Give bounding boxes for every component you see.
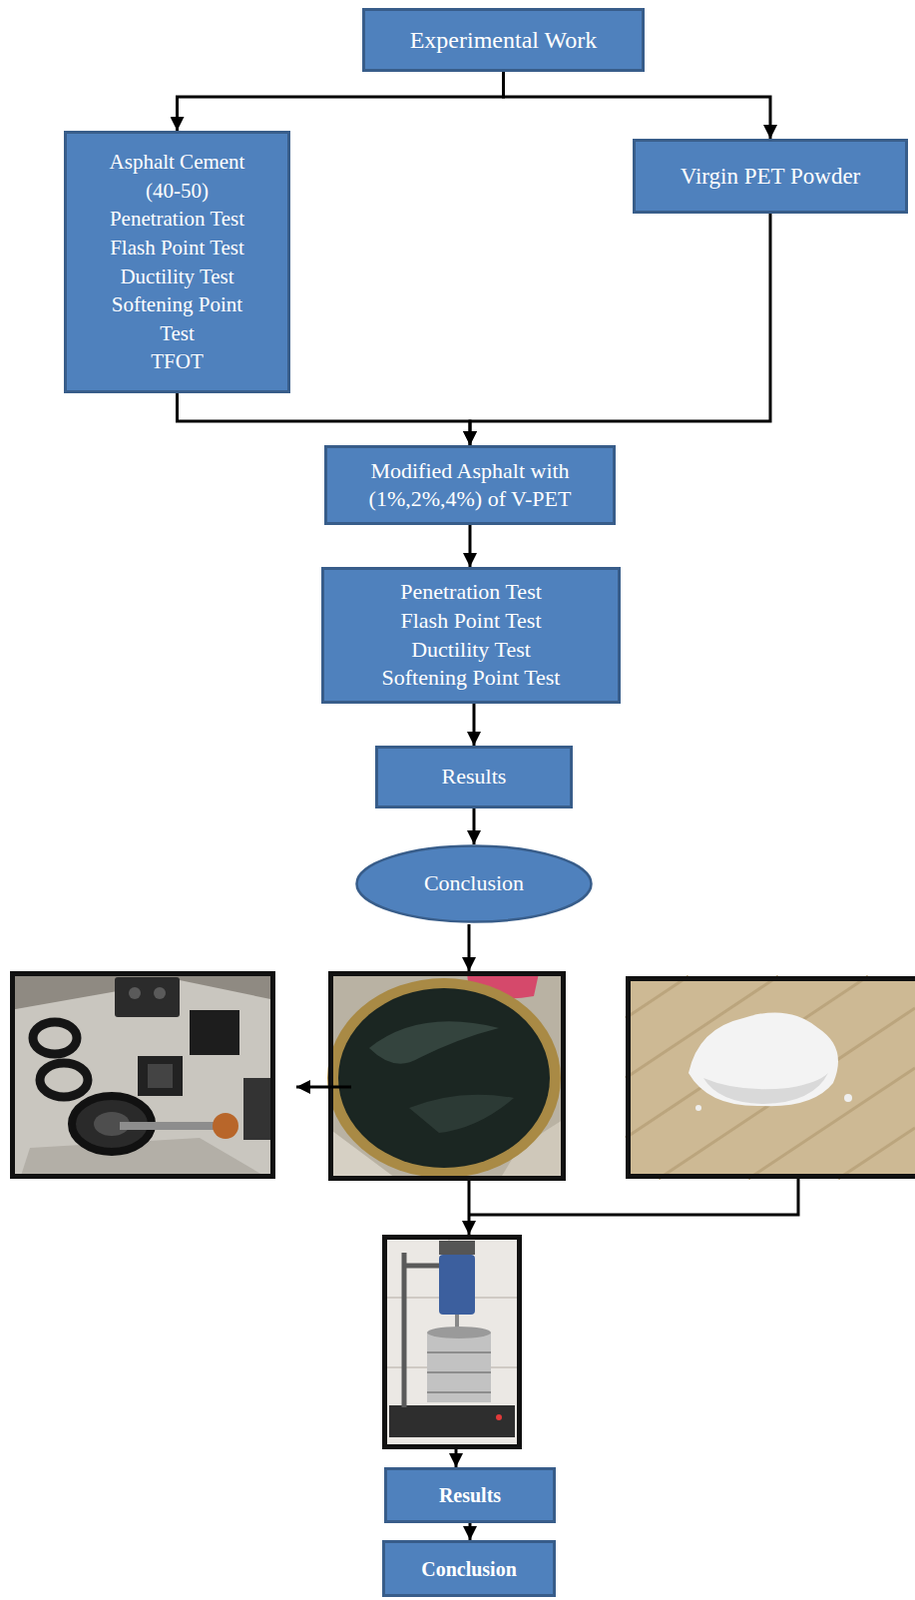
mixer-photo — [495, 1413, 502, 1420]
process-box: Virgin PET Powder — [632, 138, 909, 214]
box-label: Flash Point Test — [109, 233, 245, 263]
pet-powder-photo — [625, 975, 689, 1018]
terminal-ellipse: Conclusion — [355, 844, 593, 923]
box-label: Flash Point Test — [400, 606, 541, 636]
asphalt-can-photo — [369, 1020, 499, 1063]
apparatus-photo — [147, 1063, 173, 1088]
box-label: Virgin PET Powder — [680, 162, 862, 191]
pet-powder-photo — [844, 1093, 853, 1102]
mixer-photo — [389, 1404, 515, 1437]
ellipse-outline — [357, 846, 592, 922]
box-label: Asphalt Cement (40-50) — [96, 147, 258, 205]
flow-arrow — [468, 524, 472, 567]
pet-powder-photo — [625, 975, 869, 1138]
apparatus-photo — [153, 986, 166, 999]
photo-connector — [467, 923, 471, 971]
box-label: Ductility Test — [119, 262, 234, 292]
flow-arrow — [177, 71, 504, 131]
process-box: Results — [375, 745, 573, 809]
photo-connector — [467, 1214, 471, 1235]
pet-powder-photo — [625, 975, 915, 1179]
mixer-photo — [427, 1371, 491, 1373]
mixer-photo — [382, 1234, 522, 1449]
mixer-photo — [404, 1263, 442, 1269]
apparatus-photo — [39, 1062, 88, 1097]
flow-arrow — [472, 808, 476, 845]
mixer-photo — [427, 1326, 491, 1339]
box-label: Softening Point Test — [382, 663, 561, 693]
pet-powder-photo — [703, 1072, 829, 1104]
box-label: Results — [439, 1482, 501, 1507]
process-box: Asphalt Cement (40-50)Penetration TestFl… — [63, 130, 291, 394]
process-box: Modified Asphalt with (1%,2%,4%) of V-PE… — [324, 445, 616, 525]
box-label: TFOT — [150, 347, 204, 377]
photo-connector — [455, 1448, 458, 1467]
mixer-photo — [402, 1252, 408, 1407]
apparatus-photo — [189, 1009, 240, 1055]
asphalt-can-photo — [331, 973, 564, 1179]
box-label: Modified Asphalt with (1%,2%,4%) of V-PE… — [343, 457, 597, 513]
pet-powder-photo — [625, 975, 915, 1179]
pet-powder-photo — [838, 1127, 915, 1179]
mixer-photo — [439, 1240, 475, 1255]
pet-powder-photo — [628, 978, 915, 1177]
photo-connector — [296, 923, 799, 1467]
pet-powder-photo — [695, 1104, 702, 1111]
mixer-photo — [385, 1237, 520, 1447]
flow-arrow — [469, 213, 771, 446]
process-box: Results — [384, 1466, 556, 1523]
process-box: Conclusion — [382, 1539, 556, 1597]
apparatus-photo — [137, 1055, 183, 1096]
box-label: Ductility Test — [411, 635, 531, 665]
apparatus-photo — [32, 1021, 77, 1054]
box-label: Conclusion — [424, 870, 524, 897]
asphalt-can-photo — [409, 1094, 514, 1133]
mixer-photo — [382, 1234, 522, 1449]
box-label: Experimental Work — [410, 25, 598, 55]
apparatus-photo — [119, 1121, 214, 1130]
box-label: Conclusion — [421, 1556, 517, 1581]
photo-connector — [296, 1085, 352, 1089]
apparatus-photo — [212, 1112, 239, 1139]
photo-connector — [468, 1178, 799, 1215]
mixer-photo — [427, 1332, 491, 1402]
mixer-photo — [427, 1351, 491, 1354]
pet-powder-photo — [658, 1007, 915, 1179]
process-box: Experimental Work — [362, 7, 645, 72]
apparatus-photo — [9, 970, 276, 1179]
apparatus-photo — [12, 973, 274, 1177]
asphalt-can-photo — [327, 970, 566, 1181]
flow-arrow — [468, 1522, 472, 1540]
apparatus-photo — [114, 976, 180, 1017]
photo-connector — [467, 1180, 471, 1215]
flow-arrow — [472, 703, 476, 746]
flow-arrow — [503, 71, 772, 139]
flow-arrow — [177, 393, 471, 446]
mixer-photo — [427, 1390, 491, 1393]
box-label: Results — [442, 763, 507, 790]
process-box: Penetration TestFlash Point TestDuctilit… — [321, 566, 621, 704]
box-label: Penetration Test — [109, 204, 245, 234]
apparatus-photo — [9, 970, 276, 1179]
pet-powder-photo — [688, 1011, 839, 1106]
apparatus-photo — [128, 986, 141, 999]
asphalt-can-photo — [338, 987, 550, 1168]
box-label: Softening Point Test — [96, 290, 258, 348]
asphalt-can-photo — [328, 970, 566, 1181]
box-label: Penetration Test — [400, 577, 542, 607]
asphalt-can-photo — [327, 977, 561, 1178]
mixer-photo — [439, 1254, 475, 1315]
